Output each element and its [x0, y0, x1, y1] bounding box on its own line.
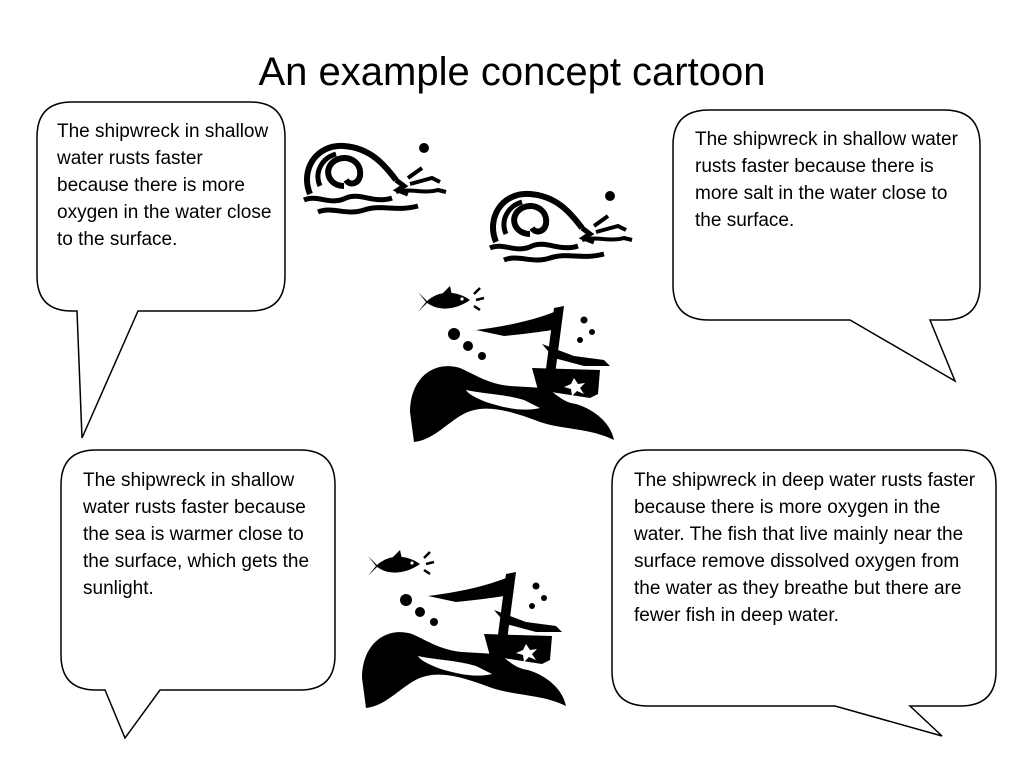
- fish-icon: [366, 548, 436, 578]
- speech-bubble-2-text: The shipwreck in shallow water rusts fas…: [695, 129, 958, 231]
- speech-bubble-4-text: The shipwreck in deep water rusts faster…: [634, 470, 976, 626]
- speech-bubble-3: [60, 449, 336, 740]
- shipwreck-icon: [362, 572, 566, 708]
- speech-bubble-3-text: The shipwreck in shallow water rusts fas…: [83, 470, 310, 599]
- speech-bubble-1: [36, 101, 286, 439]
- page-title: An example concept cartoon: [258, 50, 766, 94]
- speech-bubble-1-text: The shipwreck in shallow water rusts fas…: [57, 121, 272, 250]
- wave-icon: [304, 143, 446, 212]
- shipwreck-icon: [410, 306, 614, 442]
- speech-bubble-2: [672, 109, 981, 383]
- fish-icon: [416, 284, 486, 314]
- wave-icon: [490, 191, 632, 260]
- speech-bubble-4: [611, 449, 997, 737]
